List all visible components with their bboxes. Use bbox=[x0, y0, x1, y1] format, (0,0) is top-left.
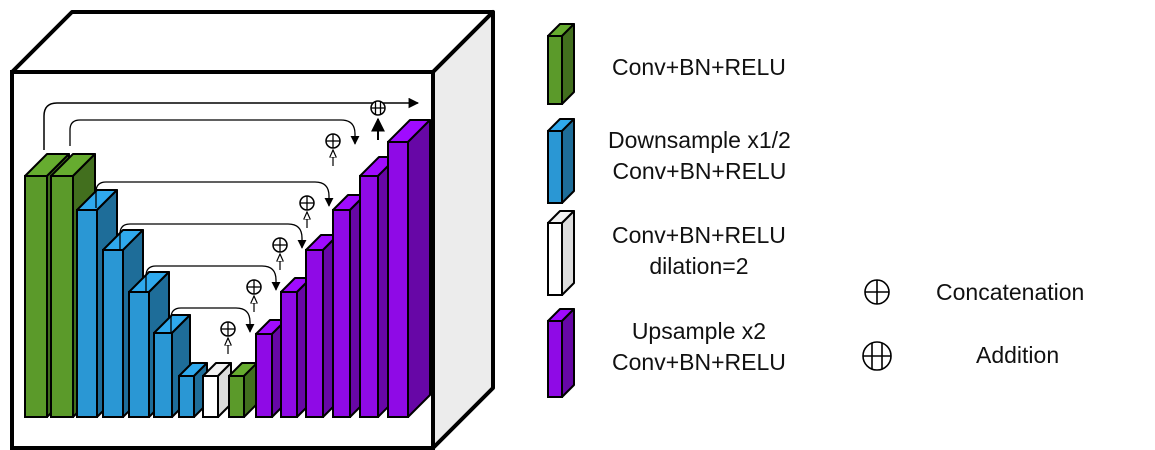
legend-downsample-swatch-side bbox=[561, 118, 575, 204]
network-block-conv-9-front bbox=[228, 375, 245, 418]
legend-downsample-line1: Downsample x1/2 bbox=[608, 127, 791, 153]
legend-addition-label: Addition bbox=[976, 342, 1060, 368]
legend-conv-swatch bbox=[547, 23, 575, 105]
network-block-up-11-front bbox=[280, 291, 298, 418]
addition-icon bbox=[862, 341, 892, 371]
legend-upsample-line2: Conv+BN+RELU bbox=[612, 349, 786, 375]
legend-downsample-swatch-front bbox=[547, 130, 563, 204]
skip-connections bbox=[43, 97, 420, 354]
legend-conv-swatch-side bbox=[561, 23, 575, 105]
legend-dilation-swatch bbox=[547, 210, 575, 296]
container-top-face bbox=[10, 10, 495, 74]
network-block-conv-9 bbox=[228, 362, 258, 418]
skip-connection-1-line bbox=[43, 97, 420, 150]
legend-dilation-label: Conv+BN+RELU dilation=2 bbox=[612, 220, 786, 282]
network-block-up-15 bbox=[387, 119, 431, 418]
unet-network bbox=[24, 97, 431, 418]
skip-connection-2 bbox=[69, 119, 360, 166]
skip-connection-3-line bbox=[95, 181, 334, 208]
network-block-up-14-front bbox=[359, 175, 379, 418]
skip-connection-6 bbox=[170, 307, 255, 354]
network-block-down-7-front bbox=[178, 375, 195, 418]
skip-connection-4-line bbox=[119, 223, 307, 250]
skip-connection-2-line bbox=[69, 119, 360, 146]
network-block-up-12-front bbox=[305, 249, 324, 418]
legend-dilation-swatch-front bbox=[547, 222, 563, 296]
skip-connection-2-op-icon bbox=[325, 133, 341, 149]
skip-connection-1 bbox=[43, 97, 420, 150]
legend-downsample-line2: Conv+BN+RELU bbox=[612, 158, 787, 184]
skip-connection-5 bbox=[145, 265, 281, 312]
legend-upsample-swatch-side bbox=[561, 308, 575, 398]
legend-upsample-label: Upsample x2 Conv+BN+RELU bbox=[612, 316, 786, 378]
network-block-conv-1-front bbox=[24, 175, 48, 418]
network-block-dilation-8-front bbox=[202, 375, 219, 418]
skip-connection-3 bbox=[95, 181, 334, 228]
skip-connection-6-line bbox=[170, 307, 255, 334]
skip-connection-5-line bbox=[145, 265, 281, 292]
concatenation-icon bbox=[864, 279, 890, 305]
network-block-up-10-front bbox=[255, 333, 273, 418]
network-block-down-4-front bbox=[102, 249, 124, 418]
network-block-down-5 bbox=[128, 271, 170, 418]
legend-conv-swatch-front bbox=[547, 35, 563, 105]
network-block-down-3-front bbox=[76, 209, 98, 418]
skip-connection-3-op-icon bbox=[299, 195, 315, 211]
skip-connection-5-op-icon bbox=[246, 279, 262, 295]
legend-swatches bbox=[547, 23, 575, 398]
network-block-up-15-front bbox=[387, 141, 409, 418]
skip-connection-4 bbox=[119, 223, 307, 270]
network-block-down-6-front bbox=[153, 332, 173, 418]
skip-connection-4-op-icon bbox=[272, 237, 288, 253]
legend-concatenation-label: Concatenation bbox=[936, 279, 1085, 305]
legend-downsample-swatch bbox=[547, 118, 575, 204]
legend-downsample-label: Downsample x1/2 Conv+BN+RELU bbox=[608, 125, 791, 187]
legend-dilation-swatch-side bbox=[561, 210, 575, 296]
network-block-conv-2-front bbox=[50, 175, 74, 418]
legend-dilation-line1: Conv+BN+RELU bbox=[612, 222, 786, 248]
network-block-dilation-8 bbox=[202, 362, 232, 418]
legend-dilation-line2: dilation=2 bbox=[649, 253, 749, 279]
network-block-up-15-side bbox=[407, 119, 431, 418]
network-block-down-5-front bbox=[128, 291, 150, 418]
network-block-up-13-front bbox=[332, 209, 351, 418]
legend-upsample-swatch-front bbox=[547, 320, 563, 398]
skip-connection-1-op-icon bbox=[370, 100, 386, 116]
legend-conv-label: Conv+BN+RELU bbox=[612, 54, 786, 80]
legend-upsample-swatch bbox=[547, 308, 575, 398]
skip-connection-6-op-icon bbox=[220, 321, 236, 337]
legend-upsample-line1: Upsample x2 bbox=[631, 318, 767, 344]
container-side-face bbox=[431, 10, 495, 450]
